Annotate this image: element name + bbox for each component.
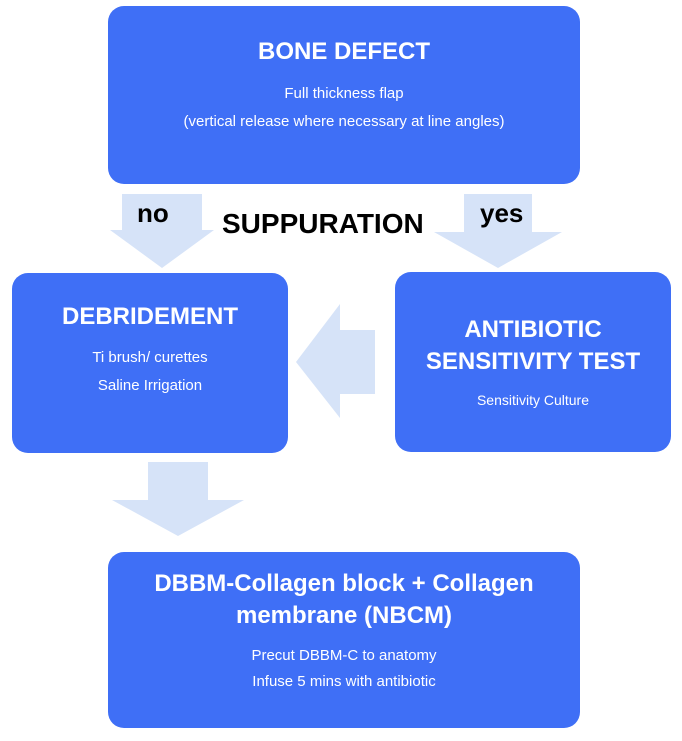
no-label: no — [137, 198, 169, 228]
antibiotic-title-line-1: ANTIBIOTIC — [464, 316, 602, 343]
antibiotic-line-1: Sensitivity Culture — [476, 392, 590, 408]
debridement-line-2: Saline Irrigation — [97, 377, 203, 394]
bone-defect-line-1: Full thickness flap — [284, 85, 404, 102]
graft-title-line-2: membrane (NBCM) — [235, 602, 453, 629]
debridement-box: DEBRIDEMENT Ti brush/ curettes Saline Ir… — [12, 273, 288, 453]
debridement-line-1: Ti brush/ curettes — [92, 349, 208, 366]
yes-arrow — [434, 194, 562, 268]
debridement-to-graft-arrow — [112, 462, 244, 536]
bone-defect-line-2: (vertical release where necessary at lin… — [183, 113, 505, 130]
graft-box: DBBM-Collagen block + Collagen membrane … — [108, 552, 580, 728]
suppuration-label: SUPPURATION — [222, 208, 424, 239]
no-arrow — [110, 194, 214, 268]
bone-defect-title: BONE DEFECT — [257, 38, 430, 65]
antibiotic-title-line-2: SENSITIVITY TEST — [425, 348, 641, 375]
antibiotic-test-box: ANTIBIOTIC SENSITIVITY TEST Sensitivity … — [395, 272, 671, 452]
graft-line-1: Precut DBBM-C to anatomy — [251, 647, 437, 664]
antibiotic-to-debridement-arrow — [296, 304, 375, 418]
debridement-title: DEBRIDEMENT — [61, 303, 238, 330]
bone-defect-box: BONE DEFECT Full thickness flap (vertica… — [108, 6, 580, 184]
graft-line-2: Infuse 5 mins with antibiotic — [252, 673, 436, 690]
graft-title-line-1: DBBM-Collagen block + Collagen — [154, 570, 534, 597]
yes-label: yes — [480, 198, 524, 228]
